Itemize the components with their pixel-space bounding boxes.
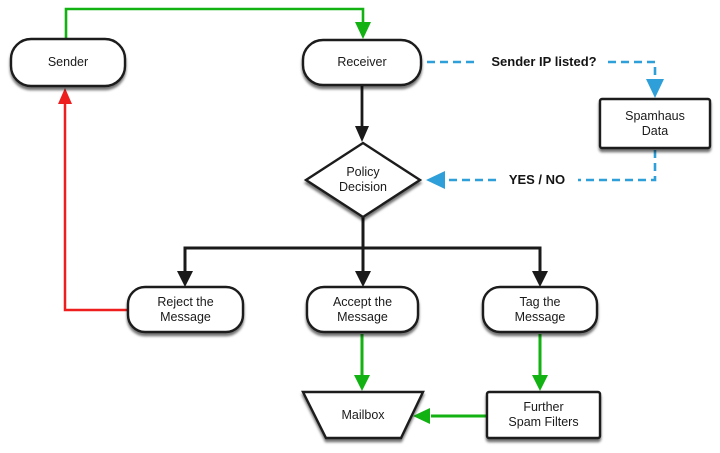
edge-accept-to-mailbox-green <box>354 334 370 391</box>
edge-reject-to-sender-red <box>58 88 128 312</box>
edge-policy-to-actions <box>177 217 548 287</box>
reject-node-shape <box>126 285 245 334</box>
spamhaus-node-shape <box>598 97 712 150</box>
edge-tag-to-further-green <box>532 334 548 391</box>
edge-spamhaus-to-policy-blue <box>426 150 657 189</box>
tag-node-shape <box>481 285 599 334</box>
edge-receiver-to-spamhaus-blue <box>427 60 664 98</box>
policy-decision-diamond-shape <box>303 141 423 219</box>
receiver-node-shape <box>301 38 423 87</box>
edge-receiver-to-policy <box>355 85 369 142</box>
edge-further-to-mailbox-green <box>413 408 487 424</box>
further-filters-node-shape <box>485 390 602 440</box>
accept-node-shape <box>305 285 420 334</box>
sender-node-shape <box>9 37 127 88</box>
mailbox-trapezoid-shape <box>301 390 425 440</box>
edge-sender-to-receiver-green <box>64 7 371 39</box>
